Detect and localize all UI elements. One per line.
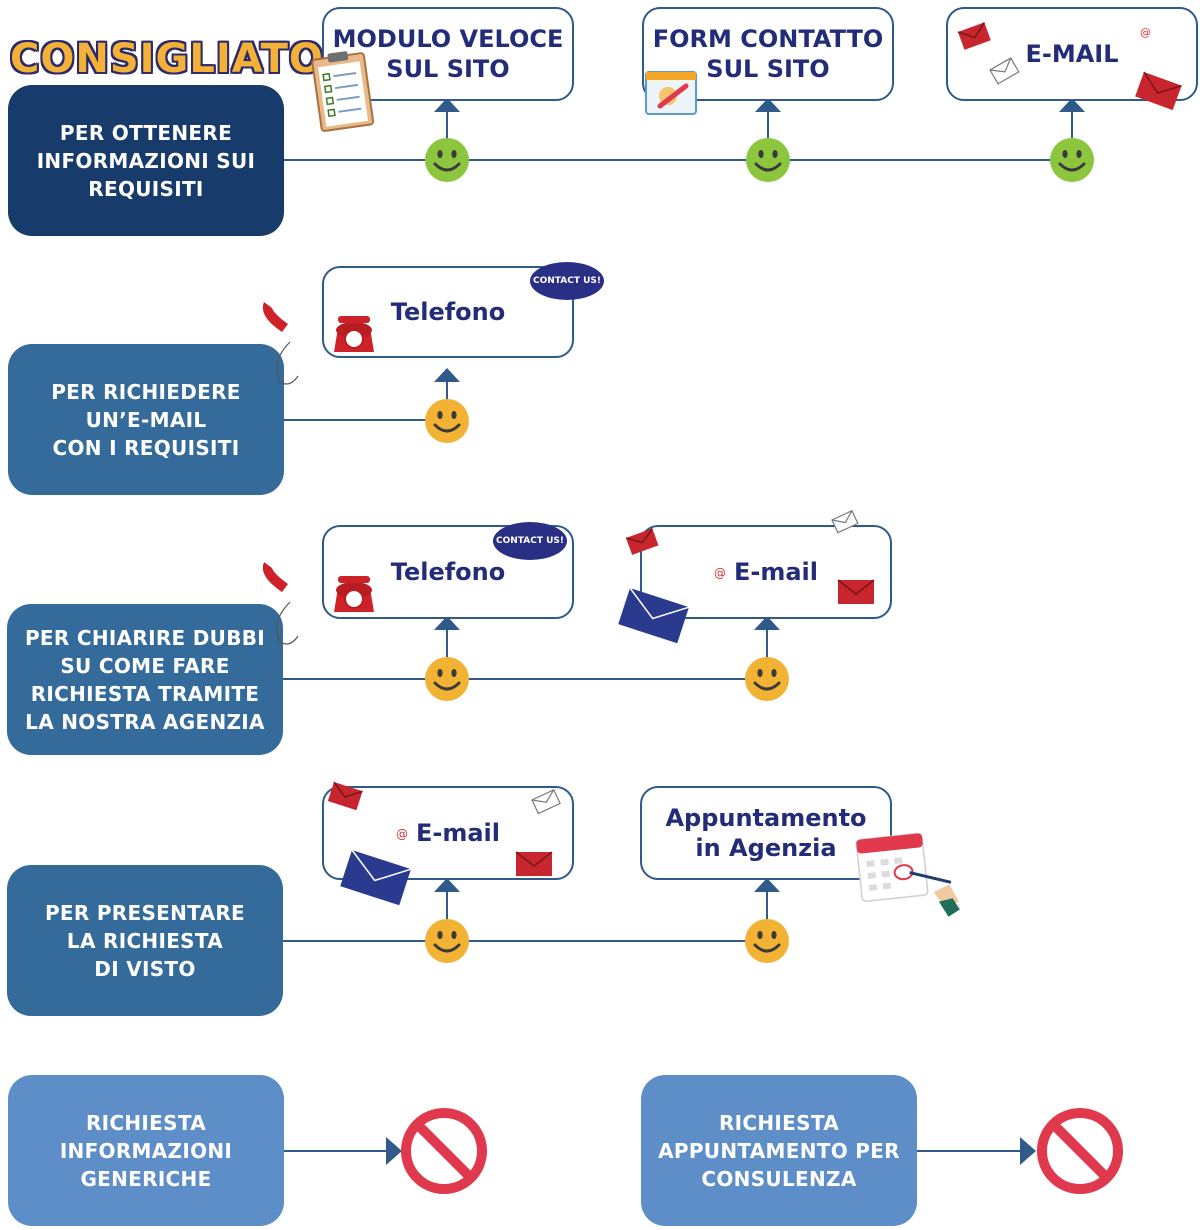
category-generic-info: RICHIESTA INFORMAZIONI GENERICHE [8, 1075, 284, 1226]
category-submit-visa: PER PRESENTARE LA RICHIESTA DI VISTO [7, 865, 283, 1016]
option-contact-form: FORM CONTATTO SUL SITO [642, 7, 894, 101]
option-label: Telefono [390, 298, 506, 326]
option-label: Appuntamento in Agenzia [665, 804, 867, 862]
category-requirements-info: PER OTTENERE INFORMAZIONI SUI REQUISITI [8, 85, 284, 236]
option-label: Telefono [390, 558, 506, 586]
option-label: MODULO VELOCE SUL SITO [332, 25, 564, 83]
option-agency-appointment: Appuntamento in Agenzia [640, 786, 892, 880]
option-email-row3: @ E-mail [640, 525, 892, 619]
recommended-badge: CONSIGLIATO [10, 36, 324, 82]
option-label: E-mail [415, 818, 500, 847]
at-sign-icon: @ [713, 565, 726, 580]
option-email-row4: @ E-mail [322, 786, 574, 880]
option-quick-form: MODULO VELOCE SUL SITO [322, 7, 574, 101]
option-label: FORM CONTATTO SUL SITO [652, 25, 884, 83]
category-request-email: PER RICHIEDERE UN’E-MAIL CON I REQUISITI [8, 344, 284, 495]
category-consultation-appointment: RICHIESTA APPUNTAMENTO PER CONSULENZA [641, 1075, 917, 1226]
contact-us-bubble: CONTACT US! [530, 262, 604, 300]
at-sign-icon: @ [395, 826, 408, 841]
option-email-top: E-MAIL [946, 7, 1198, 101]
contact-us-bubble: CONTACT US! [493, 522, 567, 560]
option-label: E-MAIL [1025, 40, 1119, 68]
option-label: E-mail [733, 557, 818, 586]
category-clarify-doubts: PER CHIARIRE DUBBI SU COME FARE RICHIEST… [7, 604, 283, 755]
